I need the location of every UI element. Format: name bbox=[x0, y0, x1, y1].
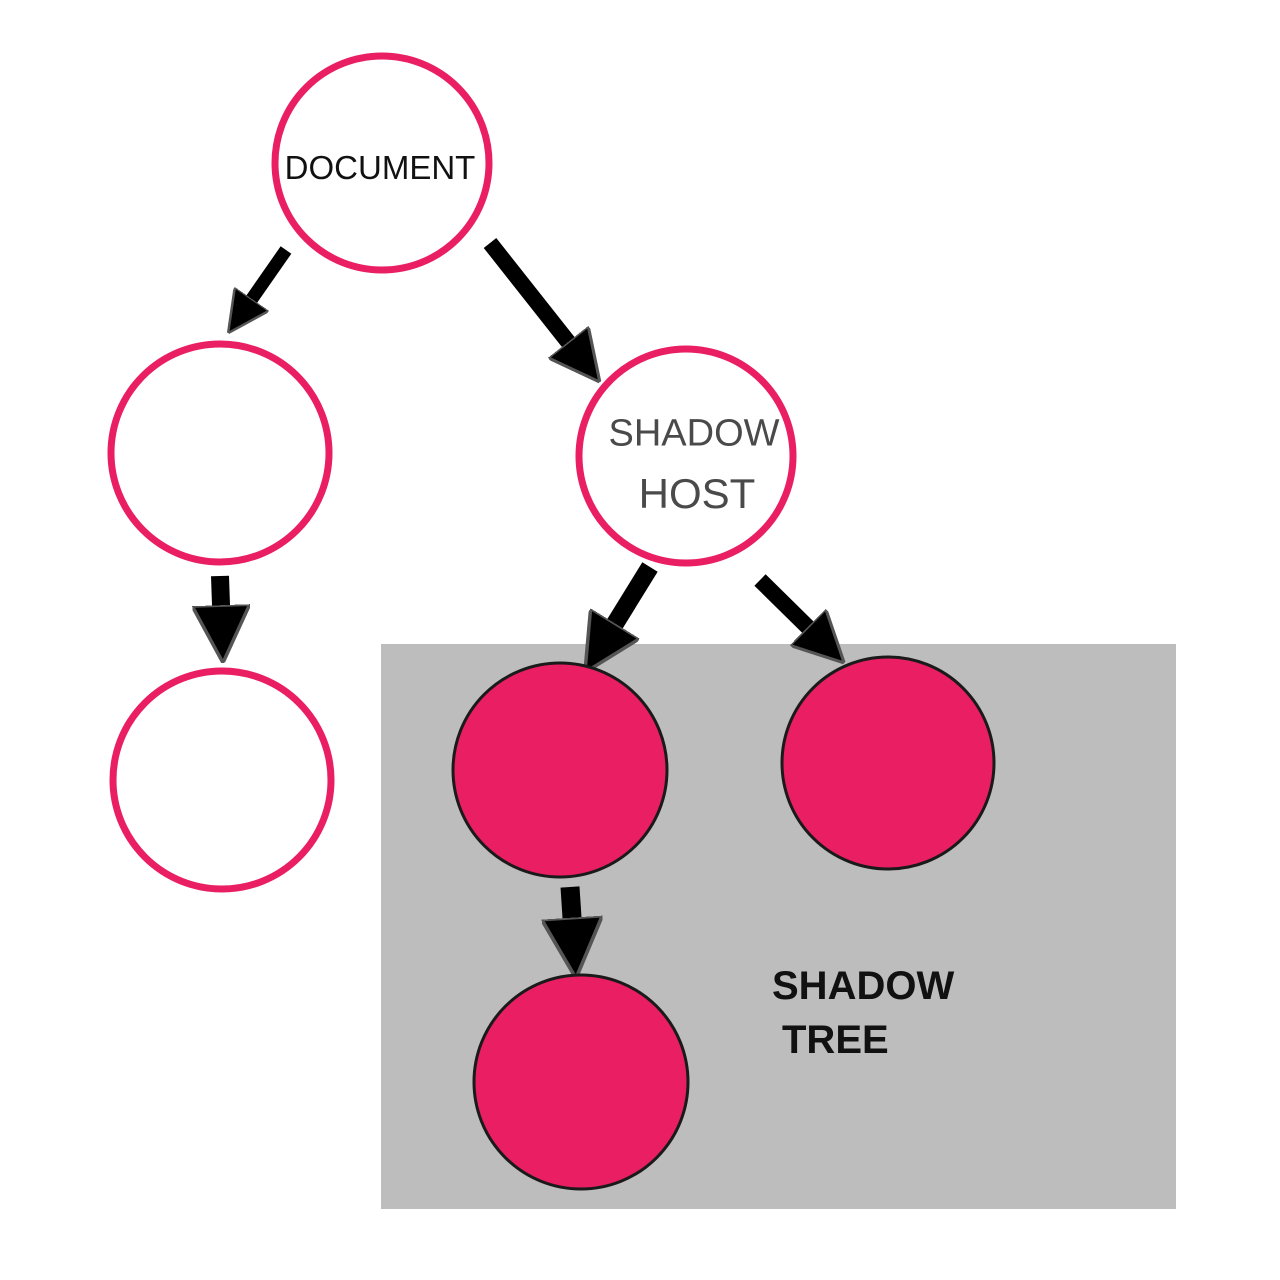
shadow-grandchild-node bbox=[472, 973, 690, 1191]
edges bbox=[220, 238, 826, 948]
shadow-host-label-line2: HOST bbox=[638, 470, 756, 517]
shadow-host-node bbox=[575, 345, 797, 567]
document-node bbox=[271, 52, 493, 274]
light-child-node bbox=[107, 340, 333, 566]
shadow-tree-label-line1: SHADOW bbox=[772, 964, 955, 1008]
shadow-child-right-node bbox=[780, 655, 996, 871]
edge-host-to-shadow-right bbox=[754, 574, 826, 645]
document-label: DOCUMENT bbox=[284, 149, 476, 186]
edge-document-to-light-child bbox=[240, 246, 292, 316]
shadow-tree-label-line2: TREE bbox=[782, 1018, 889, 1062]
shadow-host-label-line1: SHADOW bbox=[608, 412, 780, 455]
light-grandchild-node bbox=[109, 667, 335, 893]
edge-light-child-to-grandchild bbox=[220, 575, 222, 634]
edge-host-to-shadow-left bbox=[600, 562, 658, 648]
edge-document-to-shadow-host bbox=[483, 238, 584, 362]
shadow-child-left-node bbox=[451, 661, 669, 879]
edge-shadow-left-to-grandchild bbox=[570, 886, 574, 948]
